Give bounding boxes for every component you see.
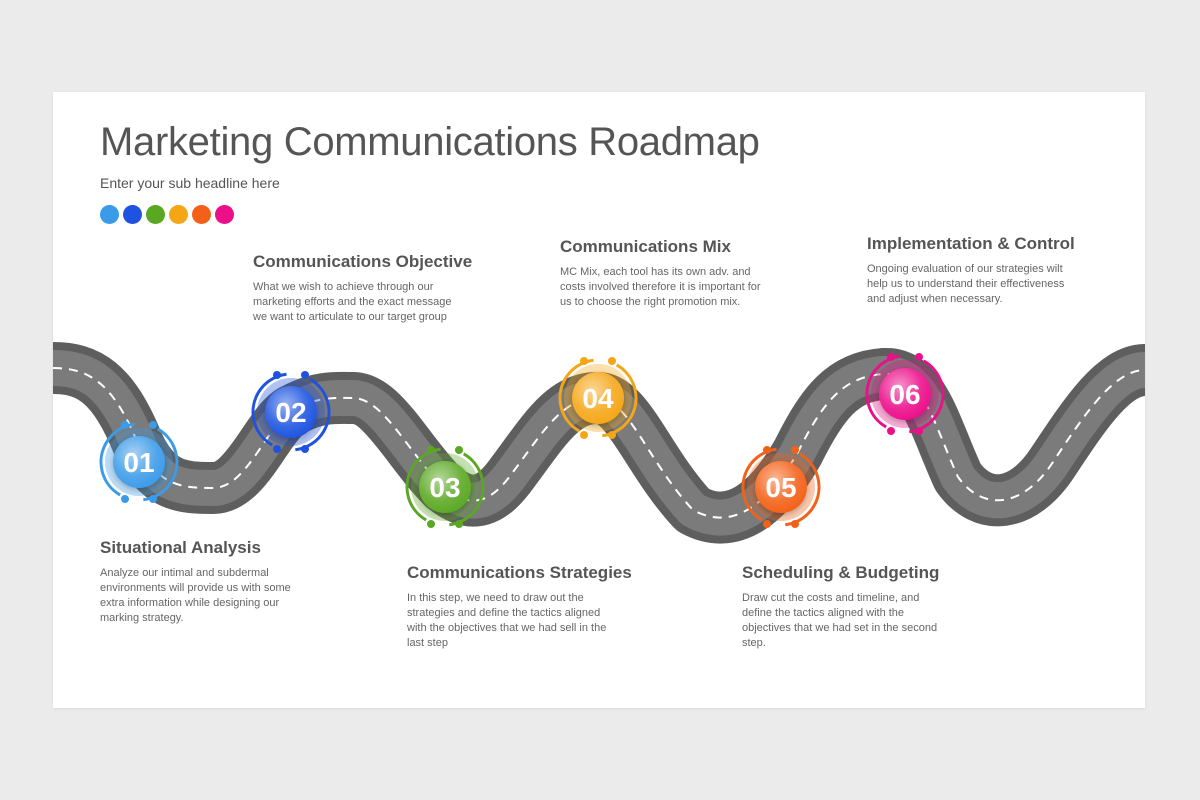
step-number: 03 (429, 472, 460, 503)
marker-dot (791, 520, 799, 528)
marker-dot (273, 371, 281, 379)
marker-dot (580, 357, 588, 365)
step-marker-06: 06 (865, 353, 945, 435)
step-markers: 01 02 03 04 05 06 (99, 353, 945, 528)
step-text-2: Communications Objective What we wish to… (253, 252, 483, 325)
step-text-4: Communications Mix MC Mix, each tool has… (560, 237, 790, 310)
color-dots (100, 205, 234, 224)
step-description: MC Mix, each tool has its own adv. and c… (560, 266, 761, 308)
step-heading: Communications Strategies (407, 563, 632, 582)
color-dot-3 (146, 205, 165, 224)
step-number: 04 (582, 383, 614, 414)
marker-ring (865, 354, 945, 434)
step-text-5: Scheduling & Budgeting Draw cut the cost… (742, 563, 972, 651)
marker-gloss (572, 372, 624, 424)
marker-dot (121, 421, 129, 429)
marker-dot (121, 495, 129, 503)
marker-dot (149, 495, 157, 503)
marker-ring (251, 372, 331, 452)
step-number: 05 (765, 472, 796, 503)
marker-ring (741, 447, 821, 527)
step-description: Analyze our intimal and subdermal enviro… (100, 567, 291, 624)
color-dot-1 (100, 205, 119, 224)
color-dot-4 (169, 205, 188, 224)
marker-dot (915, 353, 923, 361)
marker-dot (149, 421, 157, 429)
step-description: In this step, we need to draw out the st… (407, 592, 607, 649)
step-description: Draw cut the costs and timeline, and def… (742, 592, 938, 649)
step-number: 01 (123, 447, 154, 478)
marker-dot (427, 520, 435, 528)
marker-dot (915, 427, 923, 435)
step-description: What we wish to achieve through our mark… (253, 281, 452, 323)
roadmap-diagram: 01 02 03 04 05 06 (53, 342, 1145, 544)
marker-ring (558, 358, 638, 438)
step-heading: Communications Objective (253, 252, 473, 271)
slide-title: Marketing Communications Roadmap (100, 120, 760, 164)
marker-gloss (113, 436, 165, 488)
step-marker-04: 04 (558, 357, 638, 439)
marker-gloss (879, 368, 931, 420)
step-heading: Implementation & Control (867, 234, 1075, 253)
step-heading: Situational Analysis (100, 538, 261, 557)
color-dot-5 (192, 205, 211, 224)
step-heading: Communications Mix (560, 237, 731, 256)
marker-dot (608, 431, 616, 439)
marker-gloss (265, 386, 317, 438)
step-heading: Scheduling & Budgeting (742, 563, 940, 582)
step-text-3: Communications Strategies In this step, … (407, 563, 637, 651)
marker-gloss (755, 461, 807, 513)
marker-dot (763, 446, 771, 454)
step-description: Ongoing evaluation of our strategies wil… (867, 263, 1065, 305)
step-number: 02 (275, 397, 306, 428)
marker-dot (455, 446, 463, 454)
marker-dot (763, 520, 771, 528)
step-text-6: Implementation & Control Ongoing evaluat… (867, 234, 1097, 307)
marker-gloss (419, 461, 471, 513)
marker-dot (608, 357, 616, 365)
marker-dot (455, 520, 463, 528)
step-marker-02: 02 (251, 371, 331, 453)
marker-dot (301, 445, 309, 453)
marker-ring (405, 447, 485, 527)
marker-dot (301, 371, 309, 379)
slide-subtitle: Enter your sub headline here (100, 175, 280, 191)
slide: Marketing Communications Roadmap Enter y… (53, 92, 1145, 708)
marker-ring (99, 422, 179, 502)
marker-dot (887, 427, 895, 435)
marker-dot (791, 446, 799, 454)
step-number: 06 (889, 379, 920, 410)
step-marker-03: 03 (405, 446, 485, 528)
color-dot-2 (123, 205, 142, 224)
step-marker-01: 01 (99, 421, 179, 503)
color-dot-6 (215, 205, 234, 224)
step-text-1: Situational Analysis Analyze our intimal… (100, 538, 330, 626)
step-marker-05: 05 (741, 446, 821, 528)
marker-dot (580, 431, 588, 439)
marker-dot (273, 445, 281, 453)
marker-dot (427, 446, 435, 454)
marker-dot (887, 353, 895, 361)
road-lane-marking (53, 367, 1145, 519)
